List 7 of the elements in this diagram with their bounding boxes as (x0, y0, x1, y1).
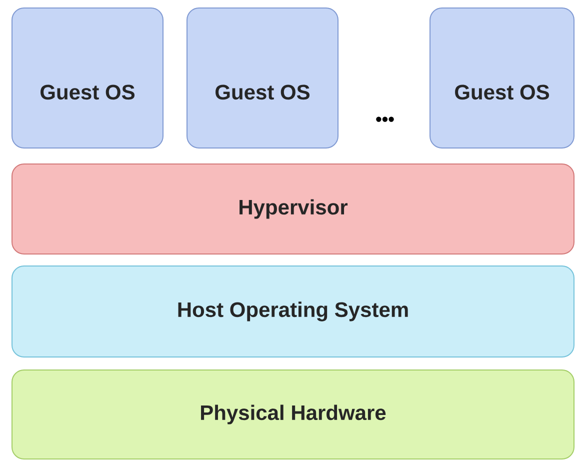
guest-os-box: Guest OS (12, 8, 164, 148)
layer-bar: Host Operating System (12, 266, 574, 358)
guest-os-box: Guest OS (430, 8, 574, 148)
guest-os-box: Guest OS (186, 8, 338, 148)
layer-bar: Physical Hardware (12, 370, 574, 460)
ellipsis: ••• (376, 116, 394, 122)
layer-bar: Hypervisor (12, 164, 574, 254)
